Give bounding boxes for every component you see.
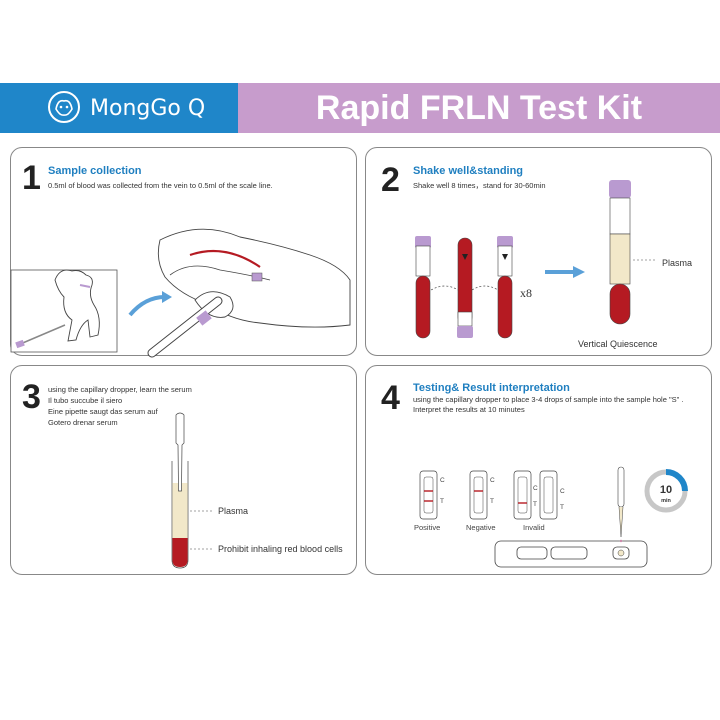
step2-times-label: x8 — [520, 286, 532, 300]
page-title: Rapid FRLN Test Kit — [315, 89, 643, 127]
result-c-mark-1: C — [440, 477, 445, 484]
blood-collection-illustration — [10, 228, 351, 358]
step3-line-2: Il tubo succube il siero — [48, 396, 123, 405]
result-invalid-label: Invalid — [523, 523, 545, 532]
step2-text: Shake well 8 times，stand for 30-60min — [413, 181, 546, 190]
step4-panel — [365, 365, 712, 575]
timer-value: 10 — [659, 484, 673, 496]
header-title-bar — [238, 83, 720, 133]
result-cassettes-illustration — [419, 466, 688, 568]
result-negative-label: Negative — [466, 523, 496, 532]
step2-title: Shake well&standing — [413, 165, 524, 177]
timer-progress-arc — [665, 469, 688, 492]
result-t-mark-4: T — [560, 504, 564, 511]
result-c-mark-2: C — [490, 477, 495, 484]
step1-number: 1 — [22, 159, 41, 197]
step2-number: 2 — [381, 161, 400, 199]
step2-plasma-label: Plasma — [662, 258, 693, 268]
result-t-mark-2: T — [490, 498, 494, 505]
step3-rbc-label: Prohibit inhaling red blood cells — [218, 544, 343, 554]
result-t-mark-1: T — [440, 498, 444, 505]
brand-logo-icon — [48, 91, 80, 123]
brand-name: MongGo Q — [90, 96, 206, 121]
step2-caption: Vertical Quiescence — [578, 339, 658, 349]
result-c-mark-4: C — [560, 488, 565, 495]
step1-text: 0.5ml of blood was collected from the ve… — [48, 181, 273, 190]
step4-line-2: Interpret the results at 10 minutes — [413, 405, 525, 414]
result-t-mark-3: T — [533, 501, 537, 508]
step4-title: Testing& Result interpretation — [413, 382, 570, 394]
result-c-mark-3: C — [533, 485, 538, 492]
step3-line-1: using the capillary dropper, learn the s… — [48, 385, 192, 394]
timer-unit: min — [661, 498, 671, 504]
step3-line-4: Gotero drenar serum — [48, 418, 118, 427]
step3-plasma-label: Plasma — [218, 506, 249, 516]
capillary-dropper-illustration — [171, 412, 214, 569]
header-brand-bar — [0, 83, 238, 133]
result-positive-label: Positive — [414, 523, 441, 532]
step4-number: 4 — [381, 379, 400, 417]
step4-line-1: using the capillary dropper to place 3-4… — [413, 395, 684, 404]
step1-title: Sample collection — [48, 165, 142, 177]
step3-line-3: Eine pipette saugt das serum auf — [48, 407, 158, 416]
shaking-tubes-illustration — [415, 180, 657, 339]
step3-number: 3 — [22, 378, 41, 416]
